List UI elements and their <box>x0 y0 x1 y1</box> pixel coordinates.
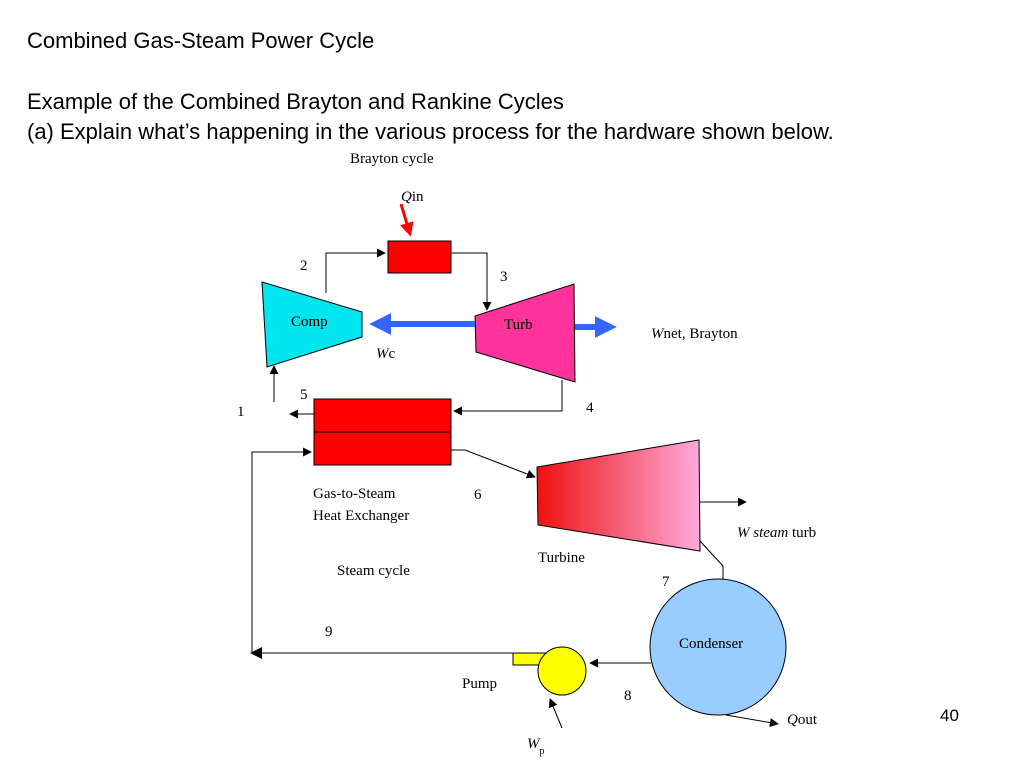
pump-work-arrow <box>548 698 563 729</box>
compressor-work-label: Wc <box>376 346 396 362</box>
flow-2-compressor-to-combustor <box>325 248 386 293</box>
q-in-label: Qin <box>401 189 424 205</box>
compressor <box>261 281 363 368</box>
compressor-label: Comp <box>291 314 328 330</box>
steam-cycle-label: Steam cycle <box>337 563 410 579</box>
brayton-cycle-label: Brayton cycle <box>350 151 434 167</box>
hx-label-line-2: Heat Exchanger <box>313 508 409 524</box>
state-8-label: 8 <box>624 688 632 704</box>
state-2-label: 2 <box>300 258 308 274</box>
flow-9-pump-to-hx <box>251 447 513 654</box>
gas-turbine-label: Turb <box>504 317 533 333</box>
pump-label: Pump <box>462 676 497 692</box>
state-7-label: 7 <box>662 574 670 590</box>
steam-turbine-label: Turbine <box>538 550 585 566</box>
flow-3-combustor-to-turbine <box>451 252 492 311</box>
state-1-label: 1 <box>237 404 245 420</box>
slide-subtitle-line-2: (a) Explain what’s happening in the vari… <box>27 119 834 144</box>
state-9-label: 9 <box>325 624 333 640</box>
combustor <box>387 240 452 274</box>
hx-label-line-1: Gas-to-Steam <box>313 486 396 502</box>
net-work-label: Wnet, Brayton <box>651 326 738 342</box>
page-number: 40 <box>940 706 959 725</box>
pump-work-label: Wp <box>527 736 545 757</box>
flow-9-arrowhead <box>250 647 262 659</box>
slide-subtitle-line-1: Example of the Combined Brayton and Rank… <box>27 89 564 114</box>
flow-6-hx-to-steam-turbine <box>451 449 536 479</box>
condenser <box>649 578 787 716</box>
heat-input-arrow <box>399 203 414 237</box>
heat-output-arrow <box>725 714 779 728</box>
state-5-label: 5 <box>300 387 308 403</box>
state-4-label: 4 <box>586 400 594 416</box>
slide-title: Combined Gas-Steam Power Cycle <box>27 28 375 53</box>
flow-4-turbine-to-hx <box>453 380 563 416</box>
gas-turbine <box>474 283 576 383</box>
pump <box>537 646 587 696</box>
condenser-label: Condenser <box>679 636 743 652</box>
steam-turbine-work-label: W steam turb <box>737 525 816 541</box>
state-3-label: 3 <box>500 269 508 285</box>
state-6-label: 6 <box>474 487 482 503</box>
steam-turbine <box>536 439 701 552</box>
q-out-label: Qout <box>787 712 818 728</box>
